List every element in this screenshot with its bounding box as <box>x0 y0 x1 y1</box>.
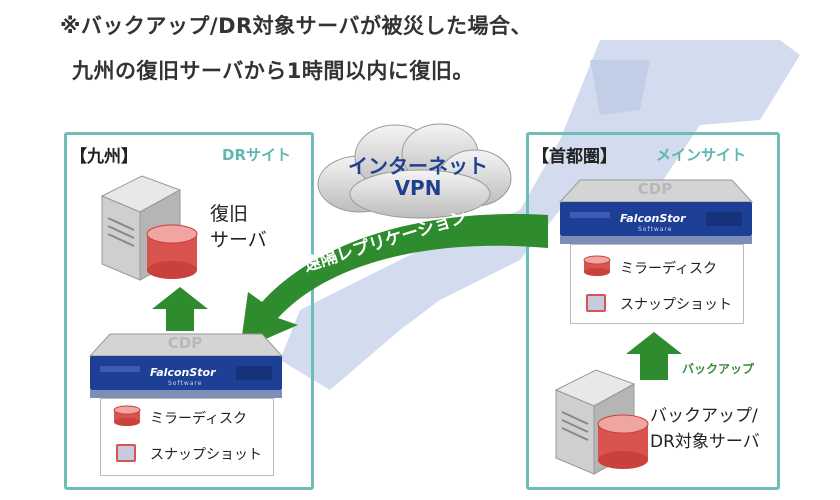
backup-up-arrow <box>626 332 682 380</box>
target-server-label-line-2: DR対象サーバ <box>650 432 760 452</box>
dr-snapshot-icon <box>116 444 136 462</box>
main-cdp-lid-label: CDP <box>637 180 673 198</box>
dr-site-title: 【九州】 <box>70 147 138 167</box>
dr-appliance-brand: FalconStor <box>150 366 216 379</box>
dr-site-frame <box>64 132 314 490</box>
main-mirror-disk-icon <box>583 255 611 276</box>
restore-up-arrow <box>152 287 208 331</box>
dr-mirror-disk-icon <box>113 405 141 426</box>
backup-label: バックアップ <box>682 362 755 376</box>
main-site-role: メインサイト <box>656 146 747 164</box>
dr-cdp-lid-label: CDP <box>167 334 203 352</box>
main-appliance-brand: FalconStor <box>620 212 686 225</box>
main-snapshot-icon <box>586 294 606 312</box>
headline-line-2: 九州の復旧サーバから1時間以内に復旧。 <box>72 59 474 83</box>
main-appliance-brand-sub: Software <box>638 226 673 233</box>
cloud-label-line-1: インターネット <box>348 154 488 178</box>
cloud-icon <box>317 123 512 219</box>
main-cdp-appliance <box>558 179 754 244</box>
main-site-frame <box>526 132 780 490</box>
restore-server-label-line-2: サーバ <box>210 229 267 251</box>
cloud-label-line-2: VPN <box>394 176 442 200</box>
main-site-title: 【首都圏】 <box>532 147 617 167</box>
dr-site-role: DRサイト <box>222 146 292 164</box>
headline-line-1: ※バックアップ/DR対象サーバが被災した場合、 <box>60 14 532 38</box>
dr-snapshot-label: スナップショット <box>150 447 262 463</box>
dr-cdp-appliance <box>88 333 284 398</box>
dr-appliance-brand-sub: Software <box>168 380 203 387</box>
target-server-disk-icon <box>597 414 649 469</box>
restore-server-disk-icon <box>146 224 198 279</box>
target-server-label-line-1: バックアップ/ <box>650 406 758 426</box>
main-mirror-disk-label: ミラーディスク <box>620 261 718 277</box>
dr-mirror-disk-label: ミラーディスク <box>150 411 248 427</box>
main-snapshot-label: スナップショット <box>620 297 732 313</box>
restore-server-label-line-1: 復旧 <box>210 203 249 225</box>
